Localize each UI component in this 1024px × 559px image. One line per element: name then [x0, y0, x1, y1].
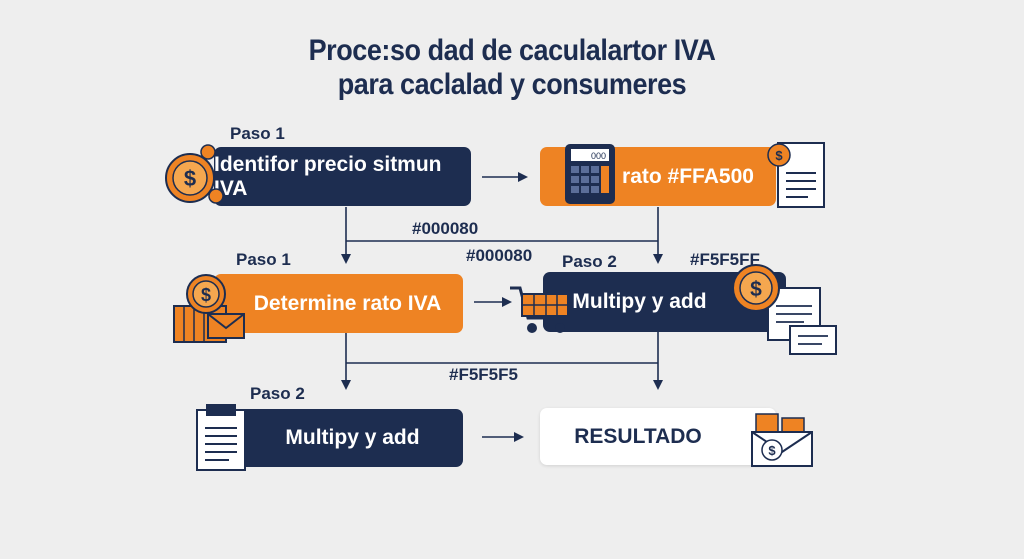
svg-text:$: $	[184, 166, 196, 191]
diagram-title: Proce:so dad de caculalartor IVA para ca…	[51, 34, 973, 102]
annotation-2: #000080	[466, 246, 533, 265]
coin-receipt-icon: $	[732, 264, 837, 355]
svg-text:$: $	[201, 285, 211, 305]
svg-text:$: $	[775, 148, 783, 163]
step-multiply-add-2-text: Multipy y add	[285, 426, 420, 449]
step-label-3: Paso 2	[562, 252, 617, 271]
step-label-2: Paso 1	[236, 250, 291, 269]
document-icon	[196, 404, 246, 471]
wallet-coin-icon: $	[173, 274, 245, 343]
step-label-4: Paso 2	[250, 384, 305, 403]
step-label-1: Paso 1	[230, 124, 285, 143]
title-line-2: para caclalad y consumeres	[337, 68, 687, 101]
annotation-1: #000080	[412, 219, 479, 238]
result-box: RESULTADO	[540, 408, 776, 465]
calculator-icon: 000	[565, 144, 615, 204]
step-multiply-add-1-text: Multipy y add	[572, 290, 707, 313]
step-multiply-add-2: Multipy y add	[214, 409, 463, 467]
envelope-dollar-icon: $	[751, 413, 813, 467]
calculator-display: 000	[591, 151, 606, 161]
title-line-1: Proce:so dad de caculalartor IVA	[308, 34, 716, 67]
shopping-cart-icon	[510, 286, 569, 333]
step-determine-rate: Determine rato IVA	[214, 274, 463, 333]
step-identify-price: Identifor precio sitmun IVA	[214, 147, 471, 206]
annotation-3: #F5F5FF	[690, 250, 760, 269]
receipt-icon: $	[767, 142, 825, 208]
step-determine-rate-text: Determine rato IVA	[253, 291, 442, 315]
svg-text:$: $	[750, 278, 762, 301]
result-text: RESULTADO	[574, 424, 702, 448]
coins-icon: $	[165, 144, 224, 204]
step-identify-price-text: Identifor precio sitmun IVA	[214, 152, 442, 200]
annotation-4: #F5F5F5	[449, 365, 518, 384]
svg-text:$: $	[768, 443, 776, 458]
step-rate-text: rato #FFA500	[622, 164, 754, 188]
